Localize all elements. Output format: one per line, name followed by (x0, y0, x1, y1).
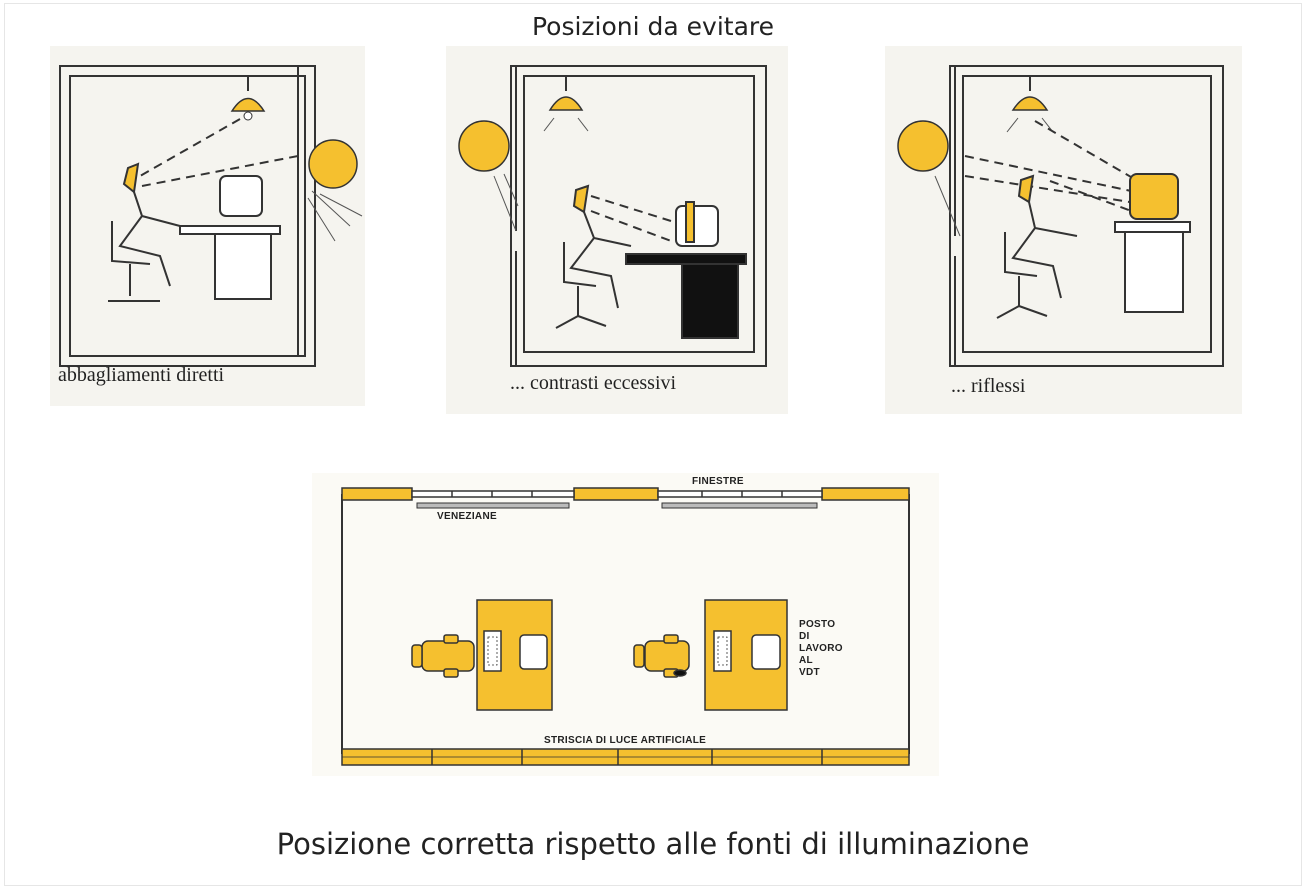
reflections-illustration (897, 65, 1224, 367)
glare-arrows (139, 118, 299, 187)
workstation-right (633, 599, 788, 711)
monitor-desk-icon (1114, 173, 1191, 313)
sun-icon (458, 120, 519, 232)
chair-icon (411, 634, 475, 678)
contrast-arrows (590, 195, 672, 242)
ceiling-lamp-icon (1006, 76, 1054, 133)
panel-reflections: ... riflessi (885, 46, 1242, 414)
panel-direct-glare: abbagliamenti diretti (50, 46, 365, 406)
reflection-arrows (964, 120, 1156, 217)
sun-icon (307, 139, 363, 242)
sun-icon (897, 120, 961, 237)
monitor-desk-icon (625, 201, 747, 339)
workstation-left (411, 599, 553, 711)
windows-label: FINESTRE (692, 476, 744, 487)
light-strip-label: STRISCIA DI LUCE ARTIFICIALE (544, 735, 707, 746)
ceiling-lamp-icon (543, 76, 589, 132)
contrast-illustration (458, 65, 767, 367)
page-title: Posizioni da evitare (531, 12, 775, 41)
seated-worker-icon (108, 162, 181, 302)
windows (411, 490, 823, 498)
seated-worker-icon (996, 174, 1078, 319)
floor-plan-panel: FINESTRE VENEZIANE POSTO DI LAVORO AL VD… (312, 473, 939, 776)
seated-worker-icon (555, 184, 632, 329)
page-frame (4, 3, 1302, 886)
floor-plan-illustration (341, 487, 910, 766)
panel-excessive-contrast: ... contrasti eccessivi (446, 46, 788, 414)
light-strip (341, 748, 910, 766)
chair-icon (633, 634, 690, 678)
caption-excessive-contrast: ... contrasti eccessivi (510, 372, 677, 394)
bottom-title: Posizione corretta rispetto alle fonti d… (276, 827, 1030, 861)
blinds-label: VENEZIANE (437, 511, 497, 522)
direct-glare-illustration (59, 65, 363, 367)
workstation-label: POSTO DI LAVORO AL VDT (799, 619, 843, 678)
ceiling-lamp-icon (230, 76, 266, 121)
venetian-blinds (416, 502, 818, 509)
monitor-desk-icon (179, 175, 281, 300)
caption-reflections: ... riflessi (951, 375, 1026, 397)
caption-direct-glare: abbagliamenti diretti (58, 364, 225, 386)
